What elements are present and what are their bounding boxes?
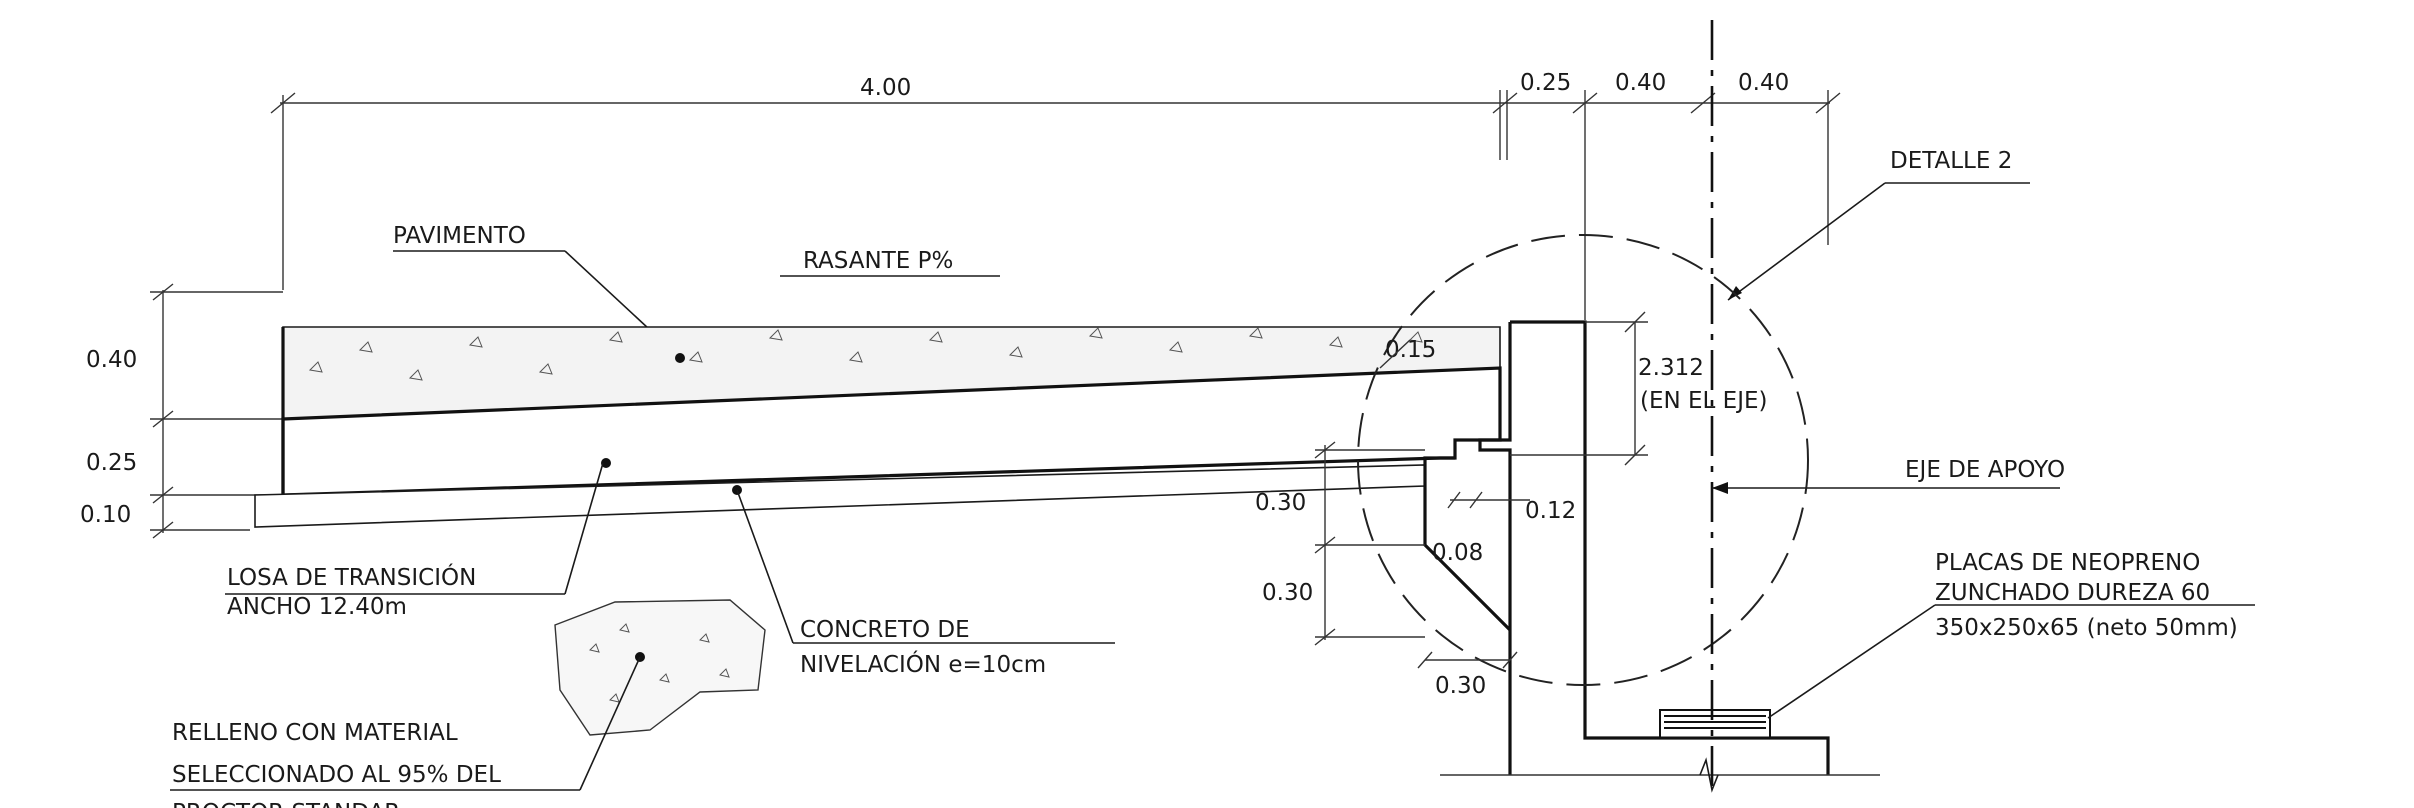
placas-label-2: ZUNCHADO DUREZA 60 bbox=[1935, 580, 2210, 606]
concreto-leader bbox=[736, 489, 794, 644]
left-dimension-chain bbox=[150, 283, 283, 539]
dim-0-30-a: 0.30 bbox=[1255, 490, 1306, 516]
placas-label-3: 350x250x65 (neto 50mm) bbox=[1935, 615, 2238, 641]
dim-0-25-left: 0.25 bbox=[86, 450, 137, 476]
neoprene-pad bbox=[1659, 709, 1771, 739]
relleno-label-3: PROCTOR STANDAR bbox=[172, 800, 400, 808]
dim-0-40-left: 0.40 bbox=[86, 347, 137, 373]
relleno-label-2: SELECCIONADO AL 95% DEL bbox=[172, 762, 501, 788]
losa-marker bbox=[601, 458, 611, 468]
concreto-label-1: CONCRETO DE bbox=[800, 617, 970, 643]
rasante-label: RASANTE P% bbox=[803, 248, 953, 274]
abutment-backwall bbox=[1510, 320, 1830, 775]
pavimento-marker bbox=[675, 353, 685, 363]
fill-material-sample bbox=[554, 599, 766, 736]
placas-leader bbox=[1767, 604, 1936, 719]
dim-0-40-top-a: 0.40 bbox=[1615, 70, 1666, 96]
eje-de-apoyo-label: EJE DE APOYO bbox=[1905, 457, 2065, 483]
detalle-2-label: DETALLE 2 bbox=[1890, 148, 2012, 174]
en-el-eje-label: (EN EL EJE) bbox=[1640, 388, 1768, 414]
detail-2-circle bbox=[1357, 234, 1809, 686]
dim-4-00: 4.00 bbox=[860, 75, 911, 101]
abutment-corbel bbox=[1423, 456, 1512, 632]
dim-2-312: 2.312 bbox=[1638, 355, 1704, 381]
losa-leader bbox=[564, 462, 604, 595]
concreto-label-2: NIVELACIÓN e=10cm bbox=[800, 650, 1046, 678]
dim-0-30-b: 0.30 bbox=[1262, 580, 1313, 606]
break-symbol bbox=[1699, 757, 1719, 793]
losa-label-1: LOSA DE TRANSICIÓN bbox=[227, 563, 476, 591]
pavement-aggregate bbox=[308, 327, 1423, 381]
dim-0-30-c: 0.30 bbox=[1435, 673, 1486, 699]
dim-0-10-left: 0.10 bbox=[80, 502, 131, 528]
placas-label-1: PLACAS DE NEOPRENO bbox=[1935, 550, 2200, 576]
top-dimension-chain bbox=[270, 90, 1841, 320]
corbel-dimensions bbox=[1314, 441, 1530, 669]
dim-0-40-top-b: 0.40 bbox=[1738, 70, 1789, 96]
relleno-label-1: RELLENO CON MATERIAL bbox=[172, 720, 458, 746]
dim-0-08: 0.08 bbox=[1432, 540, 1483, 566]
dim-0-25-top: 0.25 bbox=[1520, 70, 1571, 96]
dim-0-12: 0.12 bbox=[1525, 498, 1576, 524]
pavimento-label: PAVIMENTO bbox=[393, 223, 526, 249]
dim-0-15: 0.15 bbox=[1385, 337, 1436, 363]
height-dimension bbox=[1510, 311, 1648, 466]
detalle-leader bbox=[1727, 182, 1886, 301]
losa-label-2: ANCHO 12.40m bbox=[227, 594, 407, 620]
fill-aggregate bbox=[589, 623, 730, 703]
relleno-leader bbox=[579, 656, 641, 791]
